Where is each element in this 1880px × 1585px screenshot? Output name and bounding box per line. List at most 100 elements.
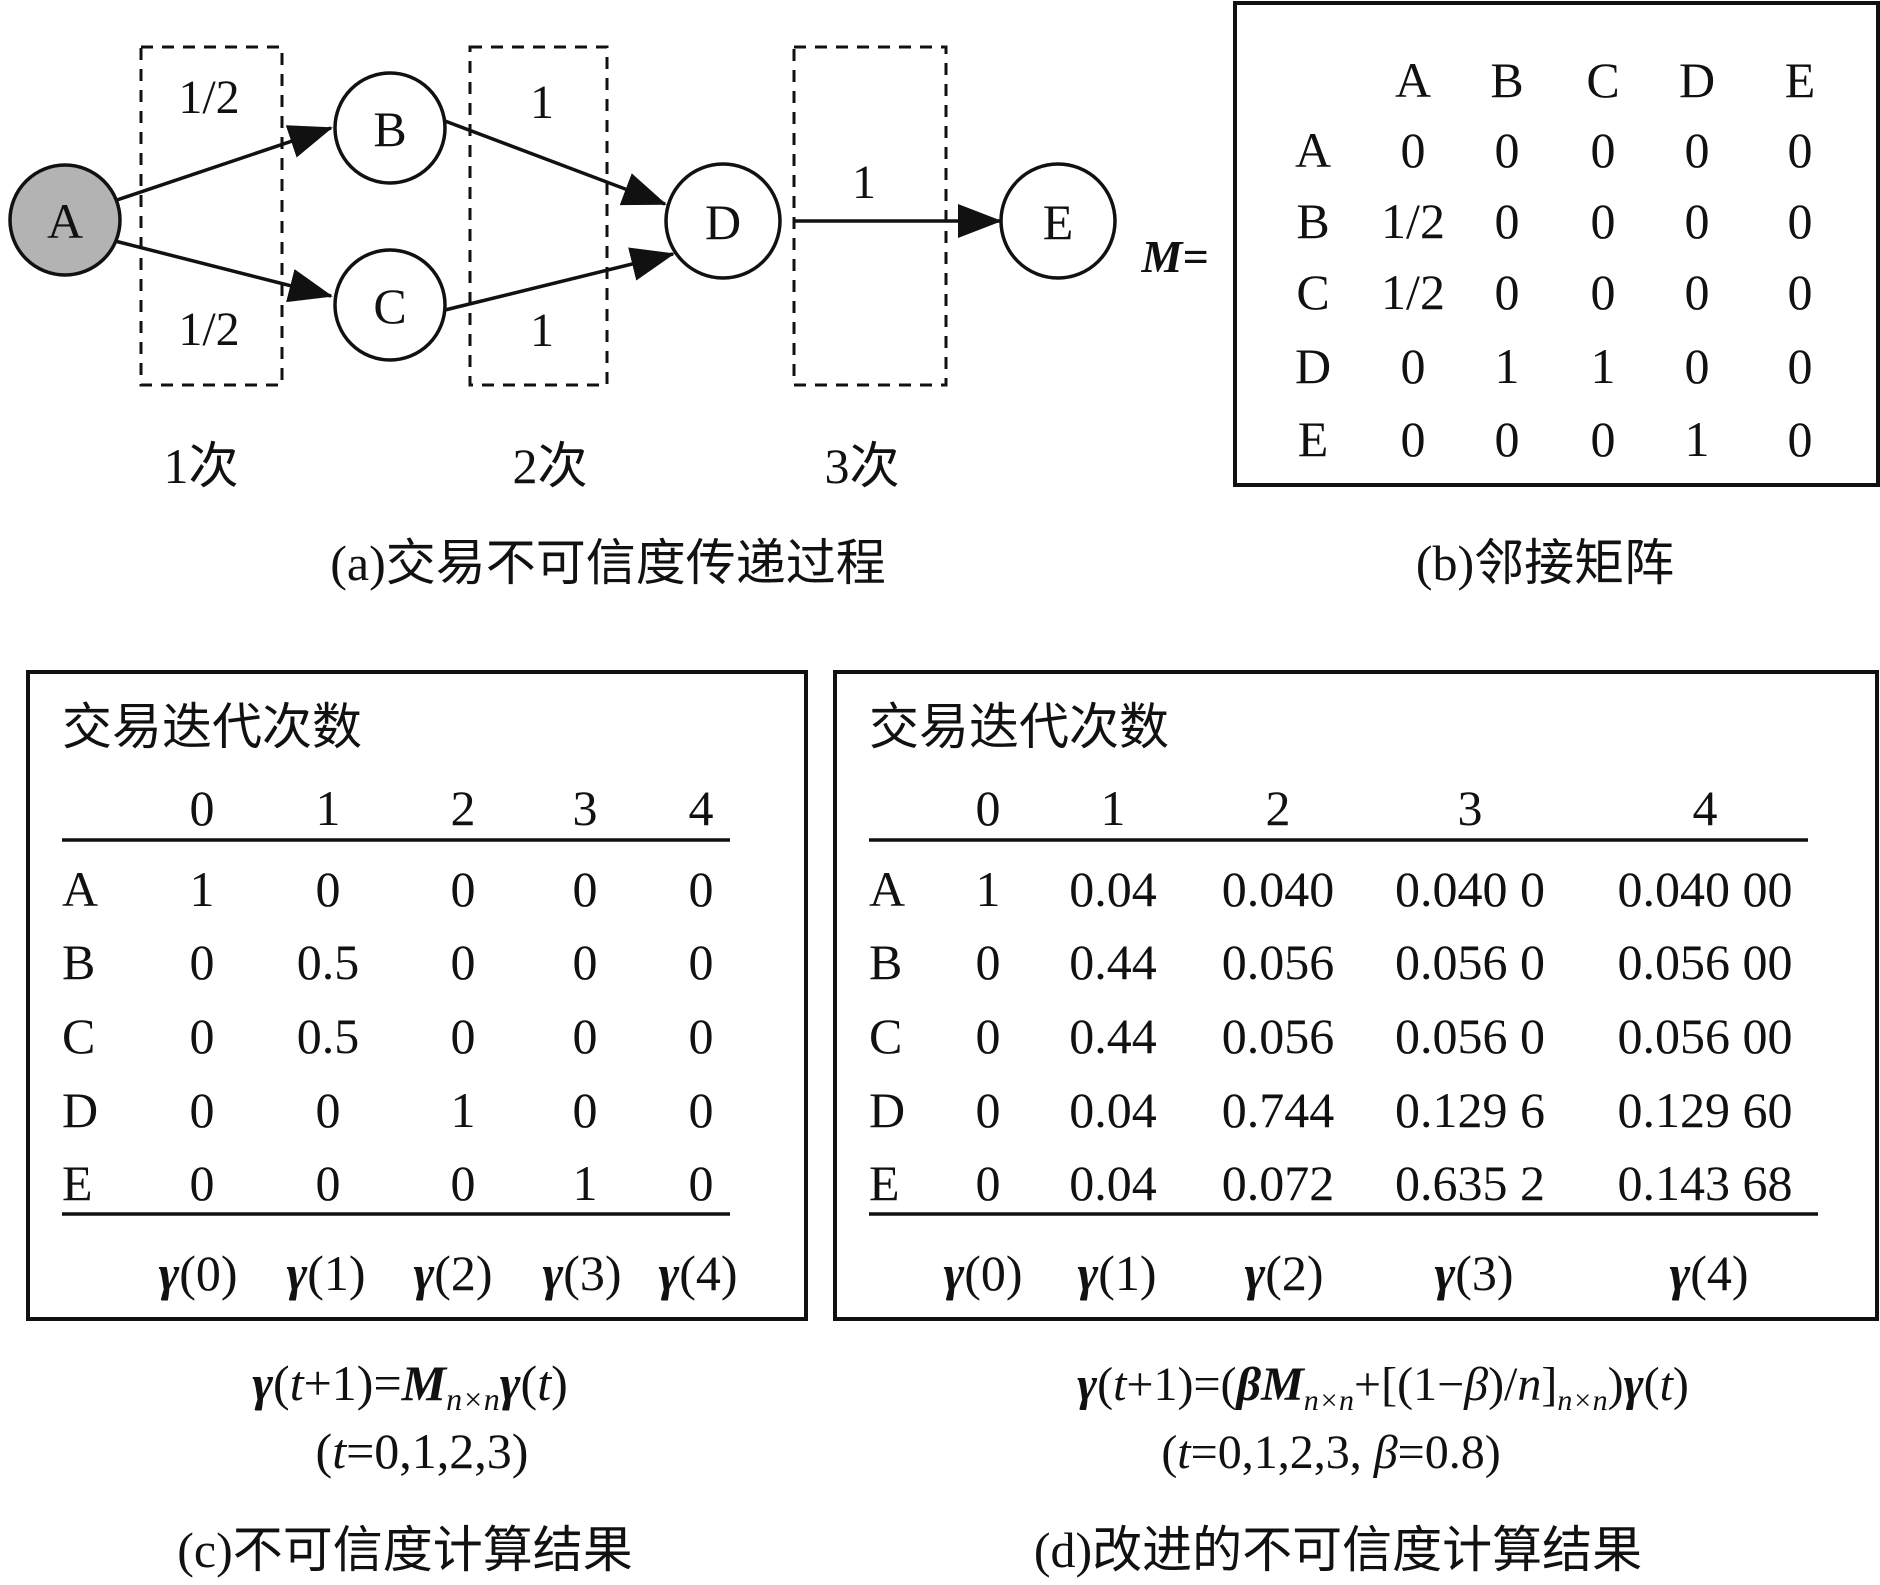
table-cell: 0 (689, 861, 714, 917)
gamma-vector-label: γ(4) (1669, 1245, 1748, 1301)
table-cell: 0.129 60 (1618, 1082, 1793, 1138)
stage-label-2: 2次 (513, 438, 588, 494)
formula-c-condition: (t=0,1,2,3) (316, 1423, 529, 1479)
table-cell: 0.44 (1069, 1008, 1157, 1064)
matrix-row-label: D (1295, 338, 1331, 394)
node-e-label: E (1043, 194, 1074, 250)
gamma-vector-label: γ(2) (413, 1245, 492, 1301)
table-cell: 0.143 68 (1618, 1155, 1793, 1211)
matrix-col-header: B (1490, 52, 1523, 108)
stage-label-3: 3次 (825, 438, 900, 494)
table-c-title: 交易迭代次数 (62, 699, 362, 755)
matrix-cell: 0 (1495, 122, 1520, 178)
stage-box-2 (468, 45, 609, 387)
matrix-cell: 0 (1685, 193, 1710, 249)
node-a: A (8, 163, 122, 277)
caption-b: (b)邻接矩阵 (1416, 535, 1674, 591)
row-label: D (62, 1082, 98, 1138)
column-header: 1 (316, 780, 341, 836)
gamma-vector-label: γ(1) (286, 1245, 365, 1301)
table-cell: 0 (573, 934, 598, 990)
formula-d: γ(t+1)=(βMn×n+[(1−β)/n]n×n)γ(t) (1077, 1358, 1689, 1417)
gamma-vector-label: γ(4) (658, 1245, 737, 1301)
matrix-cell: 0 (1495, 411, 1520, 467)
table-cell: 0 (573, 1008, 598, 1064)
matrix-cell: 0 (1591, 193, 1616, 249)
table-cell: 0 (316, 1155, 341, 1211)
stage-box-3 (792, 45, 948, 387)
row-label: E (62, 1155, 93, 1211)
matrix-col-header: C (1586, 52, 1619, 108)
matrix-row-label: E (1298, 411, 1329, 467)
gamma-vector-label: γ(3) (1434, 1245, 1513, 1301)
table-d-frame (833, 670, 1879, 1321)
column-header: 3 (1458, 780, 1483, 836)
table-cell: 0 (689, 934, 714, 990)
table-cell: 0.44 (1069, 934, 1157, 990)
table-cell: 0 (689, 1082, 714, 1138)
table-cell: 0 (976, 1008, 1001, 1064)
matrix-col-header: D (1679, 52, 1715, 108)
table-cell: 0.072 (1222, 1155, 1335, 1211)
matrix-cell: 0 (1495, 193, 1520, 249)
table-cell: 1 (976, 861, 1001, 917)
node-c-label: C (373, 278, 406, 334)
table-cell: 0 (451, 934, 476, 990)
table-cell: 0 (451, 1008, 476, 1064)
panel-a-propagation: A B C D E 1/2 1/2 1 1 1 1次 2次 3次 (a)交易不可… (8, 45, 1117, 591)
matrix-row-label: B (1296, 193, 1329, 249)
table-cell: 0.04 (1069, 861, 1157, 917)
column-header: 0 (976, 780, 1001, 836)
matrix-cell: 0 (1788, 193, 1813, 249)
matrix-cell: 0 (1788, 122, 1813, 178)
node-b: B (333, 71, 447, 185)
edge-c-d (444, 247, 675, 312)
row-label: E (869, 1155, 900, 1211)
formula-d-condition: (t=0,1,2,3, β=0.8) (1161, 1426, 1500, 1479)
gamma-vector-label: γ(0) (943, 1245, 1022, 1301)
caption-d: (d)改进的不可信度计算结果 (1034, 1522, 1642, 1578)
column-header: 4 (689, 780, 714, 836)
table-cell: 0.744 (1222, 1082, 1335, 1138)
matrix-cell: 0 (1591, 264, 1616, 320)
row-label: D (869, 1082, 905, 1138)
node-d-label: D (705, 194, 741, 250)
table-cell: 0.040 (1222, 861, 1335, 917)
row-label: B (869, 934, 902, 990)
row-label: A (62, 861, 98, 917)
table-cell: 0.5 (297, 1008, 360, 1064)
matrix-cell: 0 (1401, 411, 1426, 467)
table-cell: 0 (976, 1155, 1001, 1211)
node-c: C (333, 248, 447, 362)
matrix-frame (1233, 1, 1880, 487)
gamma-vector-label: γ(3) (542, 1245, 621, 1301)
row-label: C (62, 1008, 95, 1064)
table-cell: 0 (316, 1082, 341, 1138)
matrix-row-label: A (1295, 122, 1331, 178)
formula-c: γ(t+1)=Mn×nγ(t) (252, 1355, 568, 1417)
weight-d-e: 1 (852, 156, 876, 209)
column-header: 0 (190, 780, 215, 836)
table-cell: 0.056 0 (1395, 1008, 1545, 1064)
table-cell: 0.04 (1069, 1155, 1157, 1211)
stage-box-1 (139, 45, 284, 387)
matrix-label: M= (1140, 231, 1208, 282)
edge-a-c (110, 238, 333, 303)
node-b-label: B (373, 101, 406, 157)
matrix-cell: 0 (1685, 122, 1710, 178)
table-cell: 0 (451, 861, 476, 917)
table-c-frame (26, 670, 808, 1321)
weight-c-d: 1 (530, 304, 554, 357)
matrix-cell: 0 (1591, 411, 1616, 467)
table-cell: 0.129 6 (1395, 1082, 1545, 1138)
matrix-cell: 0 (1685, 264, 1710, 320)
node-a-label: A (47, 193, 83, 249)
table-cell: 0.040 00 (1618, 861, 1793, 917)
weight-a-c: 1/2 (178, 303, 239, 356)
table-cell: 0 (316, 861, 341, 917)
row-label: C (869, 1008, 902, 1064)
matrix-cell: 1 (1685, 411, 1710, 467)
